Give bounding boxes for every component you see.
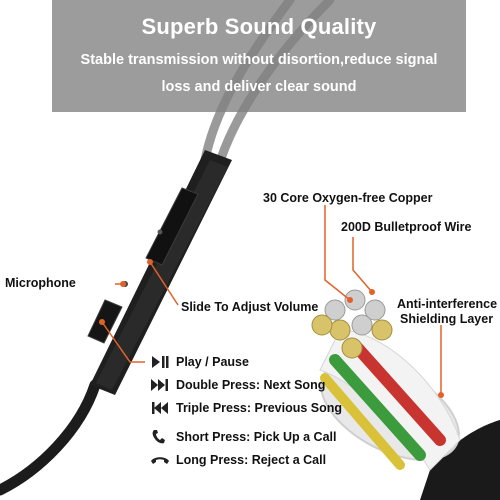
control-reject-call: Long Press: Reject a Call xyxy=(150,452,326,468)
pick-up-call-icon xyxy=(152,430,165,444)
control-next-song: Double Press: Next Song xyxy=(150,377,325,393)
control-previous-song: Triple Press: Previous Song xyxy=(150,400,342,416)
control-pick-up-call: Short Press: Pick Up a Call xyxy=(150,429,336,445)
volume-slider xyxy=(145,187,199,266)
banner-line-2: loss and deliver clear sound xyxy=(161,79,357,95)
cable-cross-section xyxy=(311,289,500,500)
microphone-label: Microphone xyxy=(5,276,76,290)
control-text: Triple Press: Previous Song xyxy=(176,401,343,415)
control-text: Double Press: Next Song xyxy=(176,378,326,392)
wire-label: 200D Bulletproof Wire xyxy=(341,220,472,234)
control-text: Long Press: Reject a Call xyxy=(176,453,327,467)
shielding-label-2: Shielding Layer xyxy=(400,312,494,326)
info-banner: Superb Sound Quality Stable transmission… xyxy=(52,0,466,112)
control-play-pause: Play / Pause xyxy=(150,354,249,370)
callout-lines xyxy=(101,205,442,395)
next-song-icon xyxy=(151,379,168,391)
remote-control xyxy=(87,150,232,395)
reject-call-icon xyxy=(151,457,169,464)
banner-title: Superb Sound Quality xyxy=(141,14,377,39)
control-text: Short Press: Pick Up a Call xyxy=(176,430,337,444)
volume-label: Slide To Adjust Volume xyxy=(181,300,319,314)
control-text: Play / Pause xyxy=(176,355,249,369)
lower-cable xyxy=(0,379,101,496)
strand-bundle xyxy=(311,289,393,359)
callout-dots xyxy=(99,259,444,398)
banner-line-1: Stable transmission without disortion,re… xyxy=(80,52,438,68)
function-button xyxy=(87,299,123,344)
previous-song-icon xyxy=(152,402,168,414)
shielding-label-1: Anti-interference xyxy=(397,297,498,311)
copper-label: 30 Core Oxygen-free Copper xyxy=(263,191,433,205)
play-pause-icon xyxy=(152,356,169,368)
